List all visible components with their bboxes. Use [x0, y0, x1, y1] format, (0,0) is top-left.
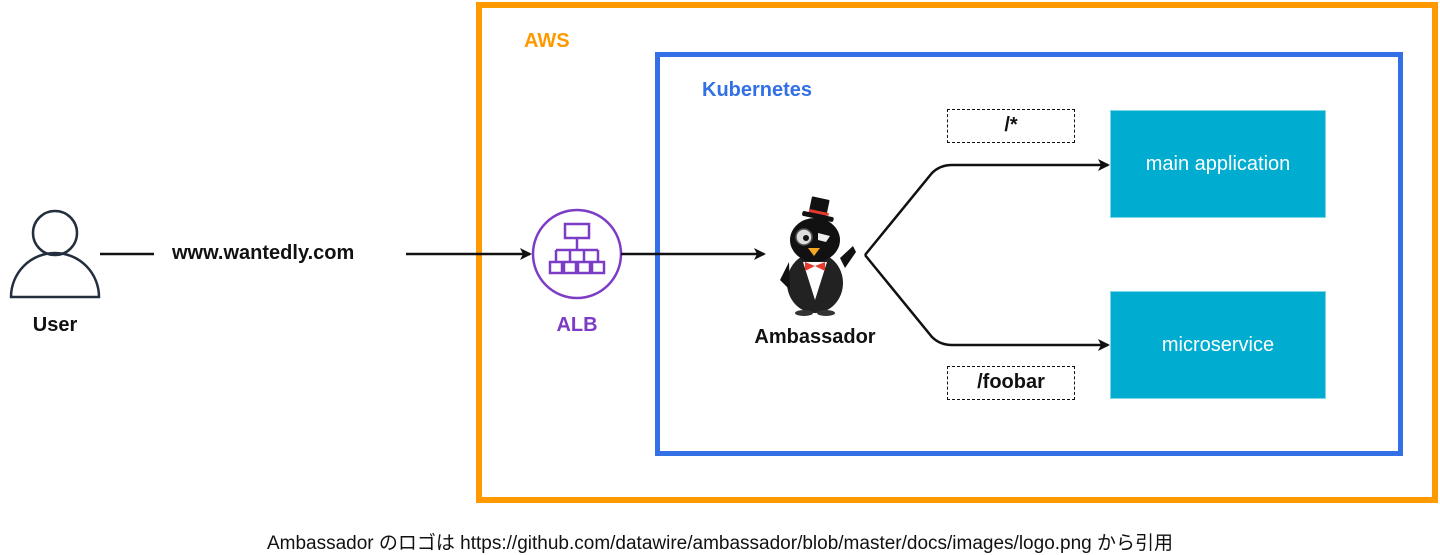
ambassador-label: Ambassador	[754, 326, 876, 348]
aws-group-label: AWS	[524, 30, 570, 52]
main-application-label: main application	[1145, 152, 1291, 175]
user-icon	[9, 209, 101, 299]
load-balancer-icon	[531, 208, 623, 300]
user-label: User	[32, 314, 78, 336]
alb-label: ALB	[556, 314, 598, 336]
microservice-label: microservice	[1161, 333, 1275, 356]
edge-ambassador-to-microservice	[864, 254, 1110, 351]
microservice-node: microservice	[1110, 291, 1326, 399]
ambassador-penguin-logo	[780, 196, 856, 316]
edge-label-domain: www.wantedly.com	[172, 242, 355, 265]
edge-ambassador-to-main	[864, 159, 1110, 256]
aws-group-box	[476, 2, 1438, 503]
route-tag-microservice: /foobar	[947, 366, 1075, 400]
kubernetes-group-label: Kubernetes	[702, 79, 813, 101]
route-tag-main: /*	[947, 109, 1075, 143]
main-application-node: main application	[1110, 110, 1326, 218]
attribution-caption: Ambassador のロゴは https://github.com/dataw…	[266, 533, 1174, 554]
